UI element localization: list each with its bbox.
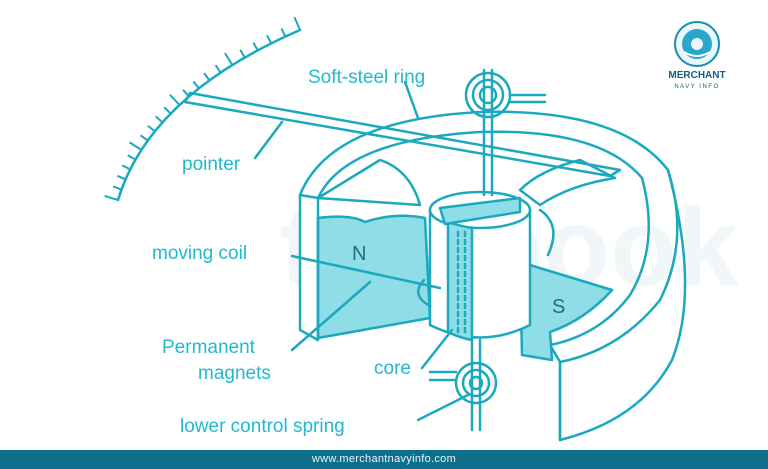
scale-tick — [121, 164, 131, 171]
permanent-magnet-south: S — [518, 158, 617, 362]
scale-tick — [252, 41, 259, 51]
scale-tick — [293, 16, 301, 31]
scale-tick — [239, 49, 246, 59]
scale-tick — [280, 28, 287, 38]
scale-tick — [266, 34, 273, 44]
scale-tick — [224, 52, 234, 66]
scale-tick — [163, 106, 172, 115]
label-soft-steel-ring: Soft-steel ring — [308, 67, 425, 88]
pointer-needle — [183, 91, 622, 178]
upper-control-spring — [464, 71, 547, 119]
scale-tick — [112, 185, 122, 191]
soft-steel-ring — [298, 110, 687, 442]
logo-line2: NAVY INFO — [674, 84, 719, 90]
moving-coil-meter-diagram: testbook N S — [104, 16, 739, 442]
scale-tick — [147, 124, 156, 133]
leader-lines — [253, 80, 470, 422]
label-moving-coil: moving coil — [152, 243, 247, 264]
label-magnets: magnets — [198, 363, 271, 384]
scale-tick — [214, 64, 222, 74]
label-core: core — [374, 358, 411, 379]
label-permanent: Permanent — [162, 337, 256, 358]
scale-tick — [129, 141, 142, 151]
label-pointer: pointer — [182, 154, 241, 175]
scale-tick — [155, 115, 164, 124]
scale-tick — [139, 134, 149, 142]
scale-tick — [192, 80, 200, 90]
footer-bar: www.merchantnavyinfo.com — [0, 450, 768, 469]
lower-control-spring — [428, 361, 498, 405]
north-pole-label: N — [352, 243, 366, 265]
spindle — [470, 68, 494, 432]
meter-scale — [104, 16, 302, 202]
permanent-magnet-north: N — [316, 158, 432, 340]
logo-line1: MERCHANT — [668, 70, 725, 81]
core-and-moving-coil — [417, 190, 555, 342]
label-lower-control-spring: lower control spring — [180, 416, 345, 437]
scale-tick — [104, 194, 119, 201]
scale-tick — [127, 154, 137, 161]
scale-tick — [203, 72, 211, 81]
south-pole-label: S — [552, 296, 565, 318]
merchant-navy-info-logo: MERCHANT NAVY INFO — [668, 21, 726, 90]
footer-url[interactable]: www.merchantnavyinfo.com — [311, 453, 457, 465]
scale-tick — [169, 94, 181, 106]
scale-tick — [116, 174, 126, 181]
